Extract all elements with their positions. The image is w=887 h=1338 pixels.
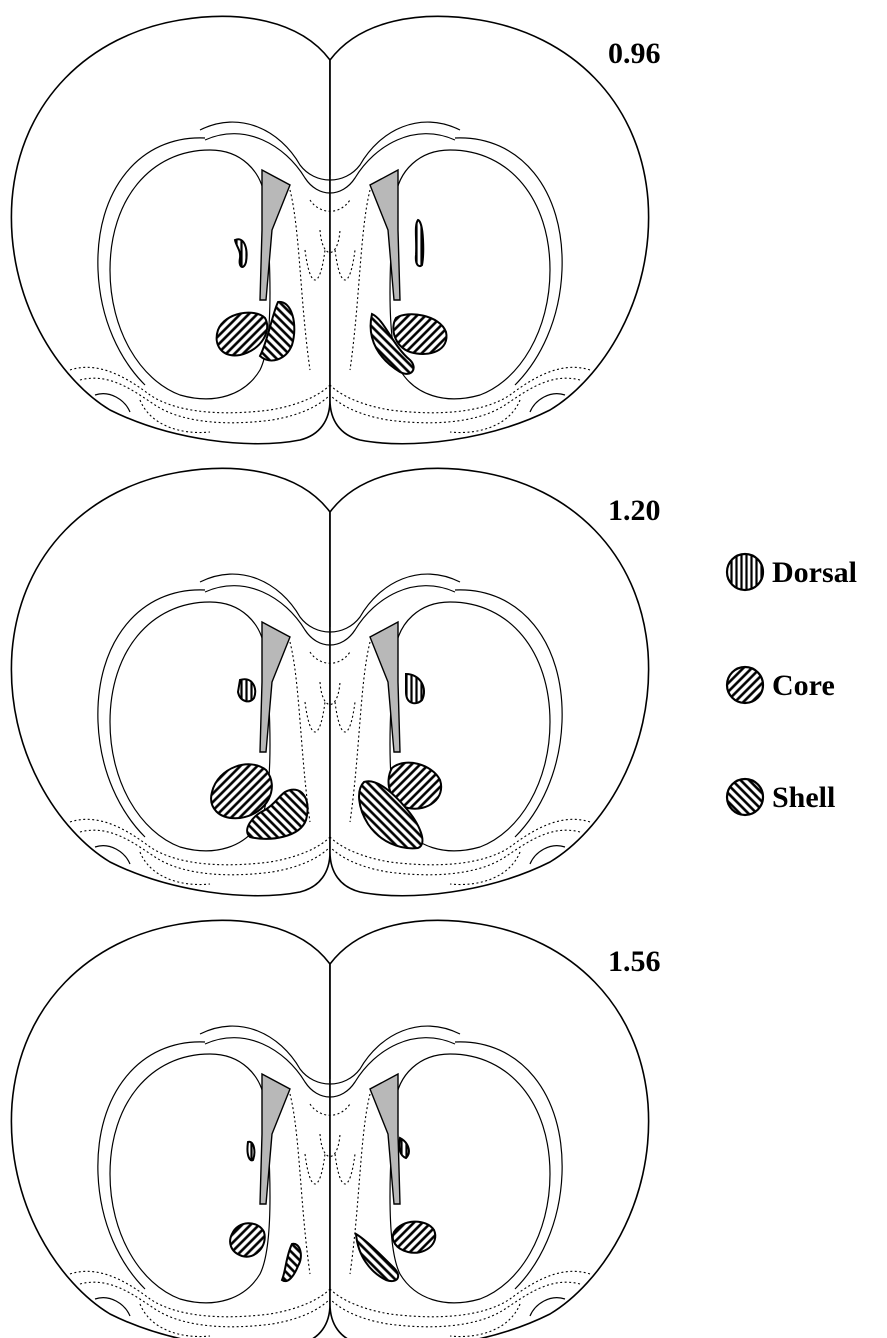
section-level-label: 1.56 bbox=[608, 945, 661, 978]
legend-swatch-dorsal bbox=[727, 554, 763, 590]
legend-label: Shell bbox=[772, 781, 835, 814]
section-level-label: 0.96 bbox=[608, 37, 661, 70]
legend-swatch-core bbox=[727, 667, 763, 703]
legend-item-dorsal: Dorsal bbox=[727, 554, 857, 590]
section-level-0-96: 0.96 bbox=[11, 16, 660, 443]
legend-swatch-shell bbox=[727, 779, 763, 815]
legend-label: Dorsal bbox=[772, 556, 857, 589]
lesion-dorsal bbox=[238, 679, 255, 701]
section-level-label: 1.20 bbox=[608, 494, 661, 527]
legend-label: Core bbox=[772, 669, 835, 702]
legend-item-shell: Shell bbox=[727, 779, 835, 815]
lesion-core bbox=[393, 1222, 436, 1253]
lesion-dorsal bbox=[416, 220, 423, 266]
lesion-dorsal bbox=[247, 1142, 254, 1161]
lesion-core bbox=[230, 1223, 265, 1256]
section-level-1-20: 1.20 bbox=[11, 468, 660, 895]
legend: Dorsal Core Shell bbox=[727, 554, 857, 815]
legend-item-core: Core bbox=[727, 667, 835, 703]
section-level-1-56: 1.56 bbox=[11, 920, 660, 1338]
